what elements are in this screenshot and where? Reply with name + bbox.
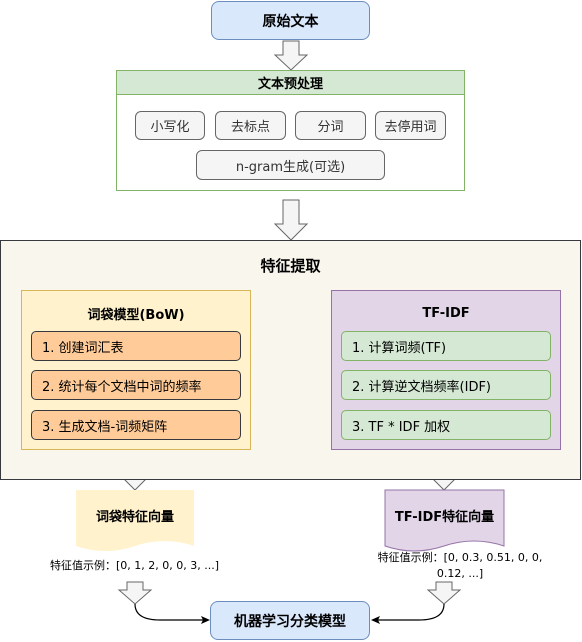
- tfidf-example-line-1: 特征值示例：[0, 0.3, 0.51, 0, 0,: [377, 551, 543, 564]
- bow-step-1: 1. 创建词汇表: [31, 331, 241, 361]
- tfidf-title: TF-IDF: [332, 302, 560, 324]
- connector-tfidf-to-classifier: [378, 603, 445, 621]
- bow-title: 词袋模型(BoW): [22, 302, 250, 324]
- tfidf-step-3: 3. TF * IDF 加权: [341, 410, 551, 440]
- connector-bow-to-classifier: [134, 603, 203, 621]
- step-lowercase-label: 小写化: [150, 120, 190, 135]
- bow-example-text: 特征值示例：[0, 1, 2, 0, 0, 3, ...]: [50, 558, 250, 574]
- tfidf-example-text: 特征值示例：[0, 0.3, 0.51, 0, 0, 0.12, ...]: [360, 550, 560, 582]
- step-ngram: n-gram生成(可选): [196, 150, 385, 180]
- bow-example-label: 特征值示例：[0, 1, 2, 0, 0, 3, ...]: [50, 559, 220, 572]
- step-remove-punctuation: 去标点: [215, 111, 286, 140]
- tfidf-title-label: TF-IDF: [422, 305, 470, 321]
- arrow-preprocess-to-extract: [273, 199, 309, 241]
- arrow-tfidf-vector-down: [426, 581, 462, 605]
- arrowhead-tfidf-to-classifier: [371, 616, 380, 624]
- classifier-label: 机器学习分类模型: [234, 613, 346, 630]
- bow-step-3-label: 3. 生成文档-词频矩阵: [42, 419, 168, 435]
- step-remove-stopwords-label: 去停用词: [384, 120, 437, 135]
- bow-step-1-label: 1. 创建词汇表: [42, 340, 124, 356]
- feature-extraction-label: 特征提取: [260, 256, 321, 275]
- bow-step-2: 2. 统计每个文档中词的频率: [31, 370, 241, 400]
- bow-vector-doc-shape: [76, 490, 194, 551]
- tfidf-step-3-label: 3. TF * IDF 加权: [352, 419, 451, 435]
- step-ngram-label: n-gram生成(可选): [235, 159, 346, 175]
- tfidf-step-1: 1. 计算词频(TF): [341, 331, 551, 361]
- tfidf-vector-doc-shape: [384, 489, 505, 552]
- tfidf-vector-node: TF-IDF特征向量: [385, 503, 504, 527]
- raw-text-node: 原始文本: [211, 1, 370, 40]
- step-tokenize: 分词: [295, 111, 366, 140]
- bow-vector-node: 词袋特征向量: [76, 503, 194, 527]
- arrow-bow-vector-down: [117, 581, 153, 605]
- raw-text-label: 原始文本: [262, 13, 319, 30]
- bow-step-2-label: 2. 统计每个文档中词的频率: [42, 379, 202, 395]
- preprocess-header: 文本预处理: [117, 71, 464, 95]
- bow-title-label: 词袋模型(BoW): [87, 307, 185, 323]
- step-tokenize-label: 分词: [317, 120, 344, 135]
- preprocess-title: 文本预处理: [257, 77, 323, 92]
- tfidf-step-1-label: 1. 计算词频(TF): [352, 340, 447, 356]
- feature-extraction-title: 特征提取: [1, 253, 580, 277]
- tfidf-step-2: 2. 计算逆文档频率(IDF): [341, 370, 551, 400]
- bow-step-3: 3. 生成文档-词频矩阵: [31, 410, 241, 440]
- tfidf-example-line-2: 0.12, ...]: [436, 567, 484, 580]
- step-remove-stopwords: 去停用词: [375, 111, 446, 140]
- arrow-raw-to-preprocess: [273, 40, 309, 71]
- arrowhead-bow-to-classifier: [201, 616, 210, 624]
- tfidf-vector-label: TF-IDF特征向量: [394, 509, 495, 525]
- bow-vector-label: 词袋特征向量: [95, 509, 174, 525]
- step-lowercase: 小写化: [135, 111, 205, 140]
- classifier-node: 机器学习分类模型: [210, 601, 370, 640]
- tfidf-step-2-label: 2. 计算逆文档频率(IDF): [352, 379, 492, 395]
- step-remove-punctuation-label: 去标点: [230, 120, 270, 135]
